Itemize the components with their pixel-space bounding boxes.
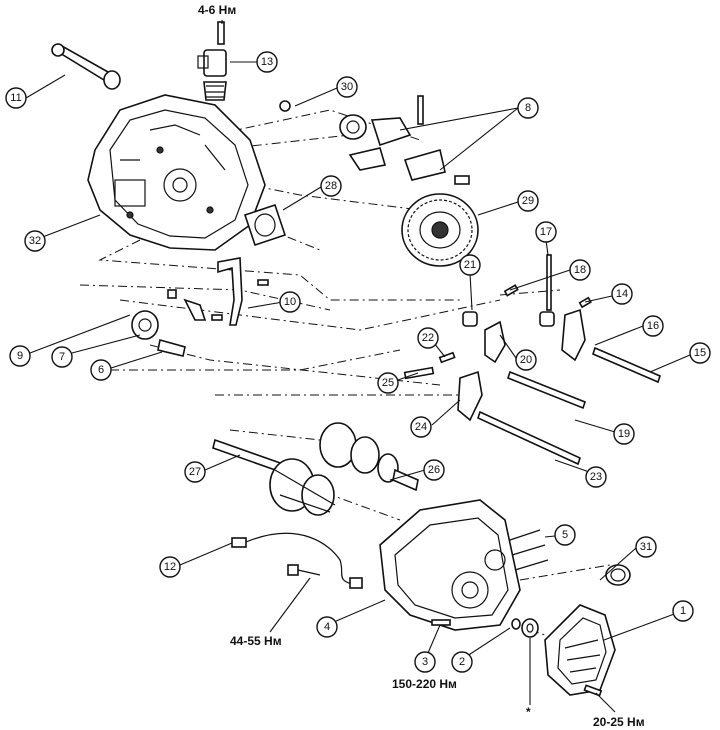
svg-text:31: 31 (640, 541, 652, 553)
rear-cover (544, 604, 616, 697)
differential-gear (401, 193, 479, 267)
svg-text:18: 18 (574, 264, 586, 276)
svg-text:15: 15 (694, 347, 706, 359)
shift-forks (403, 254, 661, 466)
input-shaft (212, 438, 336, 516)
torque-label-cover-bolt: 20-25 Нм (593, 715, 645, 729)
svg-text:19: 19 (618, 428, 630, 440)
svg-text:25: 25 (382, 377, 394, 389)
callout-27: 27 (184, 461, 206, 483)
callout-23: 23 (585, 466, 607, 488)
svg-text:10: 10 (284, 296, 296, 308)
torque-label-switch: 44-55 Нм (230, 634, 282, 648)
callout-31: 31 (635, 536, 657, 558)
svg-text:6: 6 (98, 364, 104, 376)
svg-text:27: 27 (189, 466, 201, 478)
svg-text:8: 8 (525, 102, 531, 114)
svg-text:29: 29 (522, 195, 534, 207)
svg-text:22: 22 (422, 332, 434, 344)
callout-19: 19 (613, 423, 635, 445)
svg-text:17: 17 (540, 226, 552, 238)
callout-28: 28 (320, 175, 342, 197)
svg-text:13: 13 (261, 56, 273, 68)
rear-seal (605, 564, 631, 586)
callout-9: 9 (9, 345, 31, 367)
torque-label-speedo-bolt: 4-6 Нм (198, 3, 236, 17)
callout-3: 3 (414, 651, 436, 673)
clutch-housing (87, 94, 266, 251)
svg-text:1: 1 (680, 605, 686, 617)
svg-text:32: 32 (29, 235, 41, 247)
callout-16: 16 (642, 315, 664, 337)
svg-text:7: 7 (59, 351, 65, 363)
speedometer-drive (197, 21, 227, 101)
leader-lines (25, 20, 691, 713)
note-asterisk: * (526, 705, 531, 719)
reverse-idler (131, 289, 223, 357)
callout-2: 2 (451, 651, 473, 673)
svg-text:24: 24 (415, 421, 427, 433)
mainshaft-nut (511, 618, 539, 638)
bearing-retainer (243, 203, 287, 247)
svg-text:3: 3 (422, 656, 428, 668)
callout-8: 8 (517, 97, 539, 119)
svg-text:21: 21 (464, 259, 476, 271)
svg-text:12: 12 (164, 561, 176, 573)
callout-32: 32 (24, 230, 46, 252)
callout-30: 30 (336, 76, 358, 98)
oil-seal-small (279, 100, 291, 112)
svg-text:5: 5 (562, 529, 568, 541)
callout-10: 10 (279, 291, 301, 313)
callout-1: 1 (672, 600, 694, 622)
callout-13: 13 (256, 51, 278, 73)
torque-label-mainshaft-nut: 150-220 Нм (392, 677, 457, 691)
svg-text:11: 11 (10, 92, 21, 104)
svg-text:14: 14 (616, 288, 628, 300)
release-shaft (51, 43, 121, 90)
callout-14: 14 (611, 283, 633, 305)
wiring-harness (231, 532, 363, 589)
transmission-case (379, 499, 549, 631)
bracket (217, 257, 269, 326)
assembly-lines (79, 109, 611, 641)
callout-11: 11 (5, 87, 27, 109)
callout-12: 12 (159, 556, 181, 578)
svg-text:2: 2 (459, 656, 465, 668)
svg-text:23: 23 (590, 471, 602, 483)
callout-21: 21 (459, 254, 481, 276)
callout-7: 7 (51, 346, 73, 368)
svg-text:20: 20 (520, 354, 532, 366)
callout-20: 20 (515, 349, 537, 371)
callout-6: 6 (90, 359, 112, 381)
shift-control-assembly (339, 95, 470, 185)
counter-shaft (319, 422, 419, 492)
callout-24: 24 (410, 416, 432, 438)
svg-text:16: 16 (647, 320, 659, 332)
callout-5: 5 (554, 524, 576, 546)
callout-26: 26 (423, 459, 445, 481)
svg-text:28: 28 (325, 180, 337, 192)
callout-15: 15 (689, 342, 711, 364)
callout-18: 18 (569, 259, 591, 281)
svg-text:4: 4 (324, 621, 330, 633)
svg-text:30: 30 (341, 81, 353, 93)
svg-text:26: 26 (428, 464, 440, 476)
callout-22: 22 (417, 327, 439, 349)
callout-4: 4 (316, 616, 338, 638)
callout-17: 17 (535, 221, 557, 243)
callout-25: 25 (377, 372, 399, 394)
svg-text:9: 9 (17, 350, 23, 362)
callout-29: 29 (517, 190, 539, 212)
